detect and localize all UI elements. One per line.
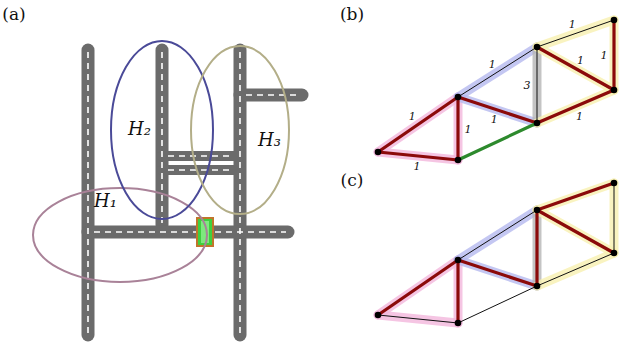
graph-edge — [537, 90, 614, 123]
edge-weight: 1 — [491, 114, 498, 125]
graph-vertex — [611, 17, 618, 24]
graph-c — [375, 180, 618, 327]
graph-edge — [537, 183, 614, 210]
edge-highlight — [454, 97, 463, 160]
ellipse-outline — [190, 45, 290, 215]
region-ellipse: H₁ — [32, 187, 208, 283]
edge-highlight — [610, 20, 619, 90]
panel-label: (c) — [341, 172, 364, 189]
graph-edge — [535, 210, 538, 286]
graph-vertex — [375, 312, 382, 319]
graph-vertex — [534, 283, 541, 290]
graph-vertex — [455, 257, 462, 264]
graph-vertex — [611, 87, 618, 94]
graph-vertex — [534, 120, 541, 127]
graph-edge — [456, 97, 459, 160]
graph-edge — [612, 20, 615, 90]
edge-highlight — [533, 47, 542, 123]
ellipse-outline — [33, 188, 207, 282]
edge-highlight — [378, 315, 458, 323]
panel-label: (a) — [2, 6, 25, 23]
road — [162, 165, 240, 175]
graph-edge — [458, 260, 537, 286]
edge-highlight — [458, 47, 537, 97]
graph-vertex — [611, 180, 618, 187]
edge-weight: 1 — [569, 19, 576, 30]
graph-edge — [378, 152, 458, 160]
edge-highlight — [533, 210, 542, 286]
ellipse-outline — [191, 46, 289, 214]
graph-vertex — [455, 94, 462, 101]
lane-marking — [168, 155, 234, 157]
edge-weight: 1 — [489, 58, 496, 69]
ellipse-outline — [32, 187, 208, 283]
edge-highlight — [537, 253, 614, 286]
graph-edge — [458, 210, 537, 260]
graph-edge — [378, 260, 458, 315]
graph-edge — [456, 260, 459, 323]
graph-vertex — [611, 250, 618, 257]
panel-label: (b) — [340, 6, 364, 23]
edge-weight: 1 — [577, 54, 584, 65]
graph-edge — [378, 315, 458, 323]
edge-highlight — [378, 97, 458, 152]
lane-marking — [87, 52, 89, 333]
region-label: H₁ — [94, 192, 117, 210]
graph-edge — [537, 47, 538, 123]
graph-edge — [537, 210, 614, 253]
region-label: H₂ — [128, 120, 151, 138]
edge-highlight — [537, 210, 614, 253]
edge-highlight — [537, 90, 614, 123]
edge-highlight — [610, 183, 619, 253]
graph-vertex — [455, 320, 462, 327]
ellipse-outline — [110, 40, 214, 220]
road — [162, 151, 240, 161]
region-ellipse: H₂ — [110, 40, 214, 220]
graph-vertex — [534, 44, 541, 51]
graph-vertex — [455, 157, 462, 164]
graph-edge — [378, 97, 458, 152]
graph-edge — [537, 47, 614, 90]
edge-highlight — [537, 47, 614, 90]
lane-marking — [161, 52, 163, 223]
graph-vertex — [534, 207, 541, 214]
edge-weight: 1 — [465, 123, 472, 134]
edge-weight: 1 — [409, 111, 416, 122]
graph-edge — [614, 183, 615, 253]
edge-highlight — [458, 260, 537, 286]
edge-weight: 1 — [601, 50, 608, 61]
edge-weight: 1 — [414, 160, 421, 171]
graph-b — [375, 17, 618, 164]
ellipse-outline — [111, 41, 213, 219]
graph-edge — [458, 47, 537, 97]
road — [240, 89, 302, 102]
edge-highlight — [537, 183, 614, 210]
lane-marking — [239, 52, 241, 333]
edge-weight: 1 — [576, 110, 583, 121]
edge-highlight — [378, 152, 458, 160]
graph-vertex — [375, 149, 382, 156]
edge-highlight — [458, 210, 537, 260]
edge-weight: 3 — [524, 80, 531, 91]
graph-edge — [537, 253, 614, 286]
edge-highlight — [454, 260, 463, 323]
lane-marking — [246, 94, 300, 96]
region-ellipse: H₃ — [190, 45, 290, 215]
graph-edge — [458, 123, 537, 160]
lane-markings — [88, 52, 300, 333]
road — [156, 50, 169, 225]
edge-highlight — [378, 260, 458, 315]
graph-edge — [458, 286, 537, 323]
region-label: H₃ — [258, 131, 281, 149]
lane-marking — [168, 169, 234, 171]
lane-marking — [94, 231, 286, 233]
road — [88, 226, 288, 239]
